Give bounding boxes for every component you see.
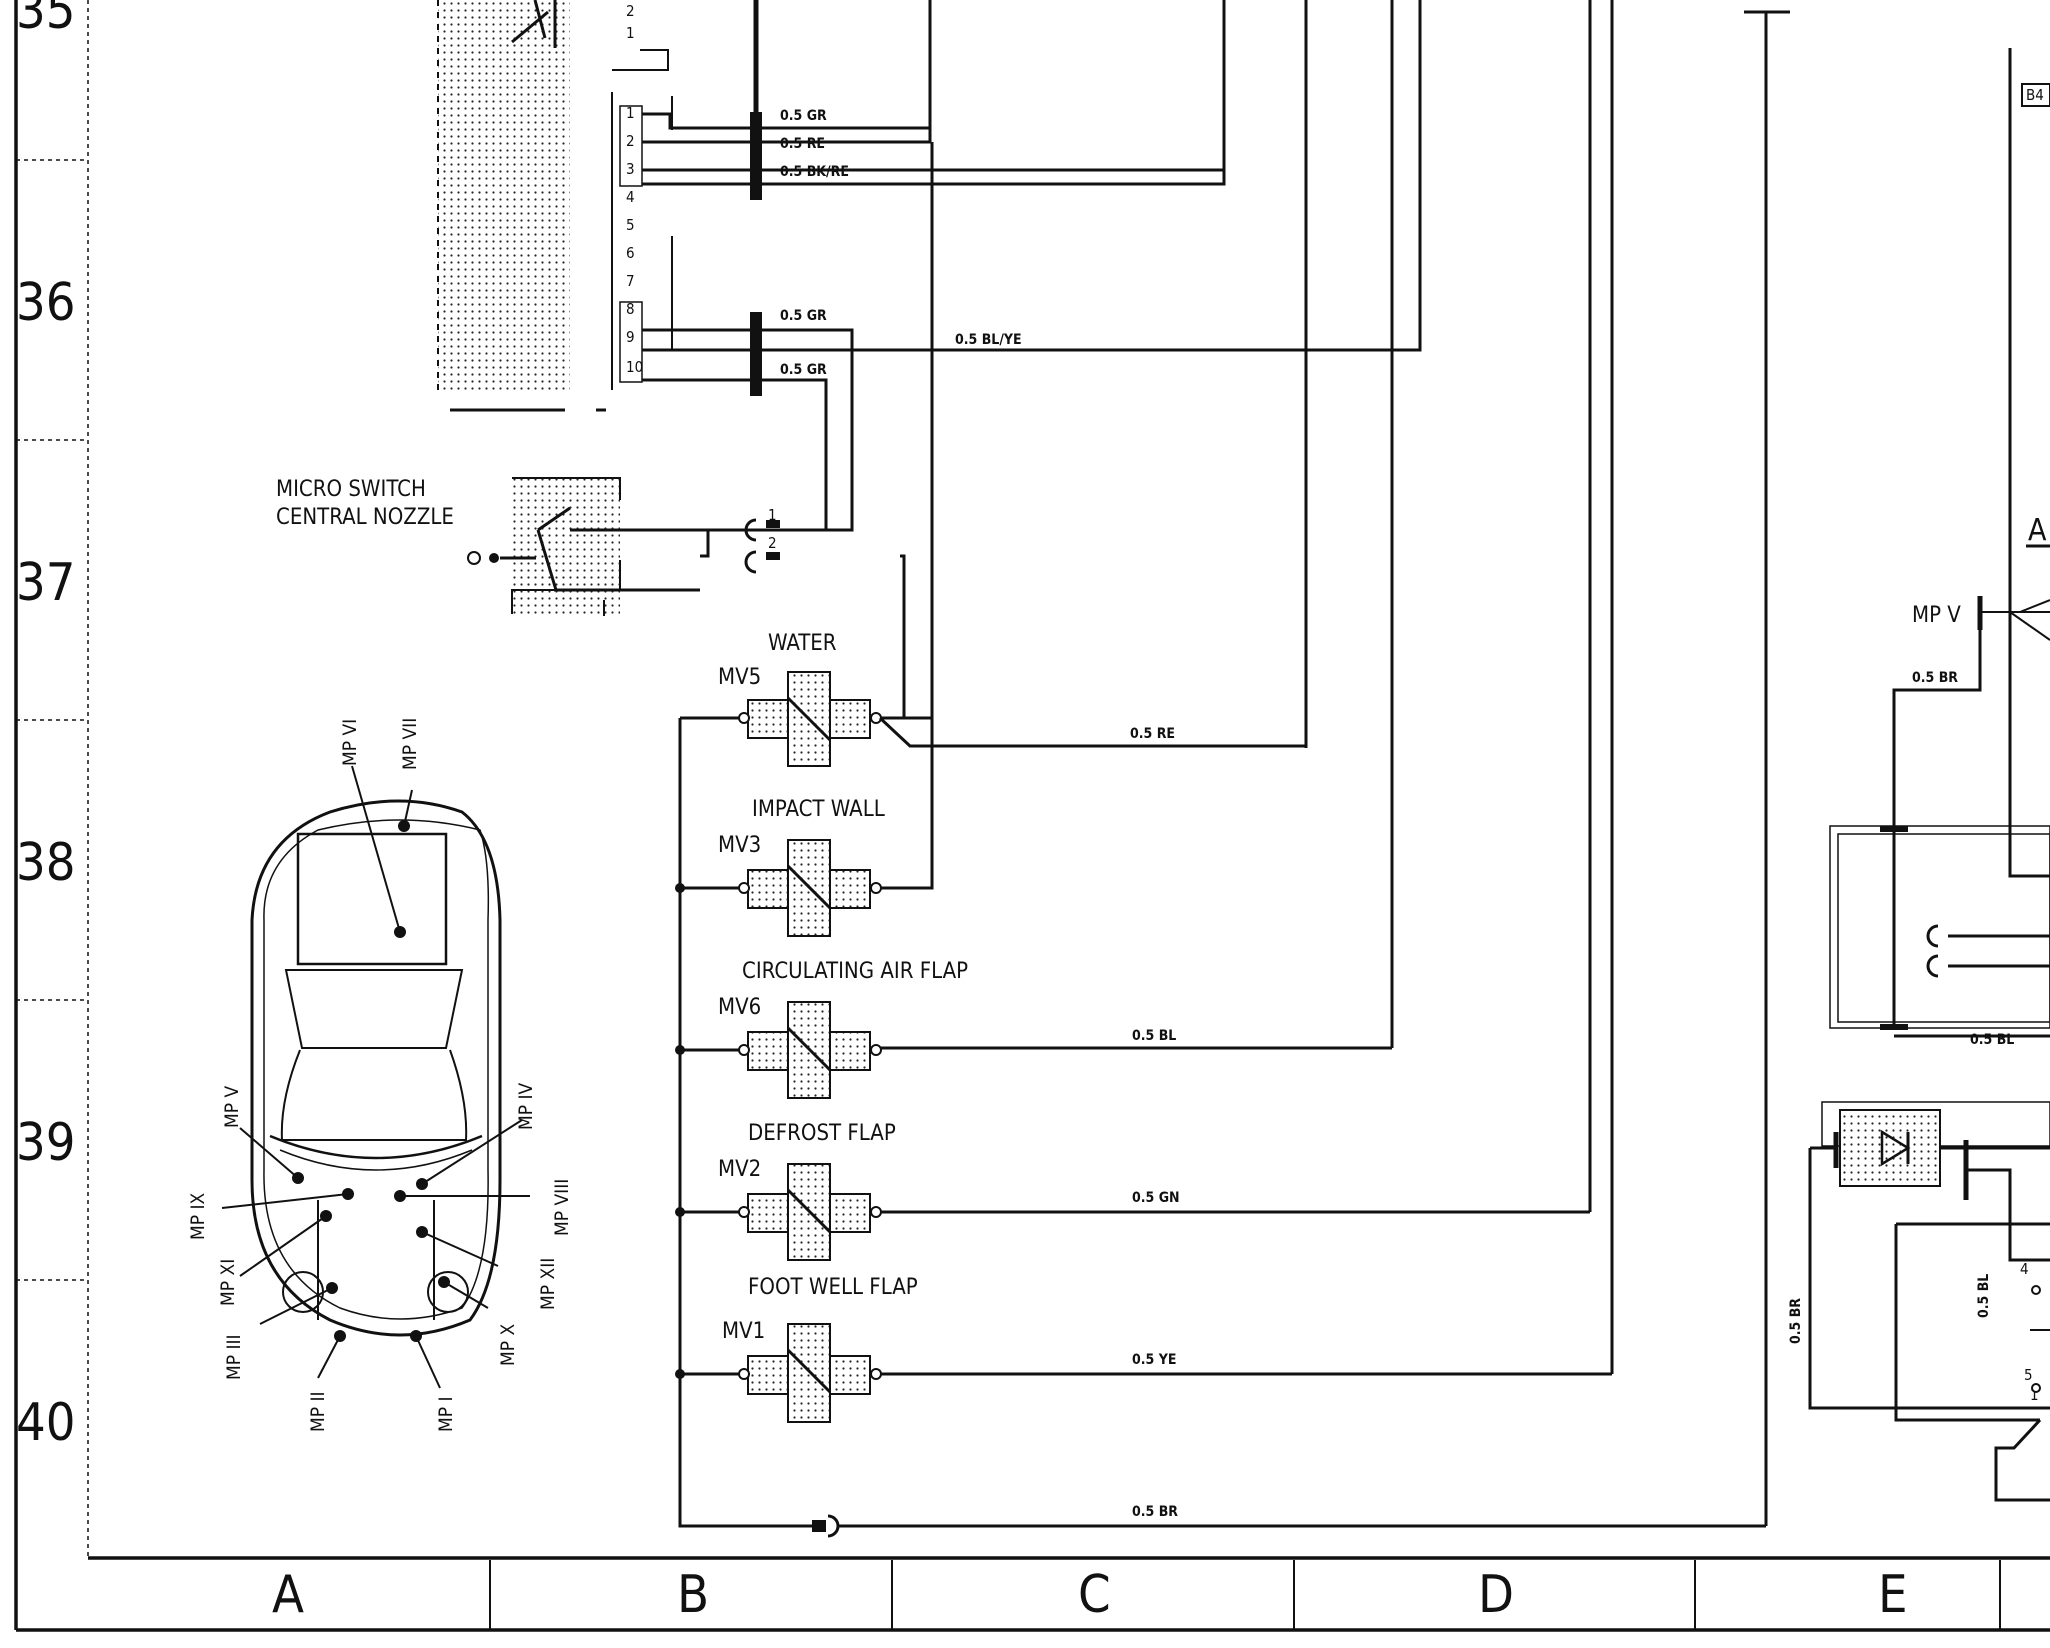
wire-label: 0.5 GR — [780, 108, 827, 124]
mp-label: MP I — [435, 1396, 457, 1432]
mp-labels: MP VI MP VII MP V MP IV MP IX MP VIII MP… — [187, 718, 573, 1432]
wire-label: 0.5 RE — [780, 136, 825, 152]
pin-label: 2 — [626, 132, 635, 150]
valves: WATER MV5 0.5 RE IMPACT WALL MV3 — [675, 142, 1766, 1538]
mp-label: MP V — [1912, 603, 1961, 628]
wire-label: 0.5 BL — [1976, 1274, 1992, 1318]
pin-label: 4 — [2020, 1260, 2029, 1278]
column-letter: C — [1078, 1565, 1111, 1625]
valve-code: MV5 — [718, 665, 761, 690]
wire-label: 0.5 BL — [1132, 1028, 1176, 1044]
pin-label: 3 — [626, 160, 635, 178]
mp-label: MP IX — [187, 1192, 209, 1240]
valve-mv2: DEFROST FLAP MV2 — [675, 1121, 1590, 1261]
column-letter: A — [272, 1565, 304, 1625]
mp-label: MP VII — [399, 718, 421, 770]
pin-label: 1 — [2030, 1386, 2039, 1404]
control-unit — [437, 0, 606, 412]
column-letter: B — [677, 1565, 709, 1625]
ground-wire — [678, 1448, 1766, 1538]
component-tag: B4 — [2026, 86, 2044, 104]
wire-label: 0.5 BK/RE — [780, 164, 849, 180]
pin-label: 7 — [626, 272, 635, 290]
wire-label: 0.5 GR — [780, 308, 827, 324]
column-letter: D — [1478, 1565, 1514, 1625]
pin-label: 10 — [626, 358, 643, 376]
mp-label: MP IV — [515, 1082, 537, 1130]
mp-label: MP II — [307, 1391, 329, 1432]
mp-label: MP VIII — [551, 1179, 573, 1236]
row-number: 40 — [16, 1393, 76, 1453]
wire-label: 0.5 BR — [1788, 1298, 1804, 1344]
row-number: 38 — [16, 833, 76, 893]
mp-label: MP III — [223, 1334, 245, 1380]
valve-name: IMPACT WALL — [752, 797, 885, 822]
pin-label: 5 — [626, 216, 635, 234]
component-letter: A — [2028, 513, 2047, 548]
pin-label: 5 — [2024, 1366, 2033, 1384]
wire-label: 0.5 GN — [1132, 1190, 1180, 1206]
valve-code: MV3 — [718, 833, 761, 858]
pin-label: 4 — [626, 188, 635, 206]
mp-label: MP V — [221, 1086, 243, 1128]
valve-name: WATER — [768, 631, 837, 656]
supply-wires — [1304, 0, 1790, 1526]
connector-x: 2 1 1 2 3 4 5 6 7 8 9 10 — [611, 2, 673, 390]
mp-label: MP VI — [339, 719, 361, 766]
mp-label: MP X — [497, 1324, 519, 1366]
wire-label: 0.5 BR — [1912, 670, 1958, 686]
car-top-view — [221, 765, 530, 1389]
pin-label: 1 — [768, 506, 777, 524]
row-number: 36 — [16, 273, 76, 333]
valve-name: FOOT WELL FLAP — [748, 1275, 918, 1300]
row-number: 35 — [16, 0, 76, 41]
wire-label: 0.5 YE — [1132, 1352, 1176, 1368]
column-letter: E — [1878, 1565, 1908, 1625]
row-number: 37 — [16, 553, 76, 613]
pin-label: 6 — [626, 244, 635, 262]
pin-label: 1 — [626, 24, 635, 42]
wire-label: 0.5 BL — [1970, 1032, 2014, 1048]
micro-switch-label: CENTRAL NOZZLE — [276, 505, 454, 530]
wire-label: 0.5 RE — [1130, 726, 1175, 742]
valve-mv3: IMPACT WALL MV3 — [675, 718, 934, 937]
mp-label: MP XI — [217, 1259, 239, 1306]
pin-label: 2 — [768, 534, 777, 552]
valve-mv5: WATER MV5 — [680, 142, 1306, 767]
valve-name: DEFROST FLAP — [748, 1121, 896, 1146]
wire-label: 0.5 BR — [1132, 1504, 1178, 1520]
pin-label: 8 — [626, 300, 635, 318]
pin-label: 2 — [626, 2, 635, 20]
micro-switch: MICRO SWITCH CENTRAL NOZZLE 1 2 — [276, 477, 780, 616]
pin-label: 9 — [626, 328, 635, 346]
wire-label: 0.5 BL/YE — [955, 332, 1022, 348]
pin-label: 1 — [626, 104, 635, 122]
valve-code: MV1 — [722, 1319, 765, 1344]
valve-code: MV2 — [718, 1157, 761, 1182]
valve-code: MV6 — [718, 995, 761, 1020]
row-numbers: 35 36 37 38 39 40 — [16, 0, 76, 1453]
micro-switch-label: MICRO SWITCH — [276, 477, 426, 502]
wire-label: 0.5 GR — [780, 362, 827, 378]
row-number: 39 — [16, 1113, 76, 1173]
drawing-frame — [14, 0, 2050, 1632]
mp-label: MP XII — [537, 1258, 559, 1310]
valve-mv6: CIRCULATING AIR FLAP MV6 — [675, 959, 1392, 1099]
valve-name: CIRCULATING AIR FLAP — [742, 959, 968, 984]
column-letters: A B C D E — [272, 1565, 1908, 1625]
valve-mv1: FOOT WELL FLAP MV1 — [675, 1275, 1612, 1423]
right-side-circuit: B4 A MP V 0.5 BR 0.5 BL 0.5 BR 0.5 BL 4 … — [1788, 48, 2050, 1502]
connector-wires — [642, 0, 1422, 558]
